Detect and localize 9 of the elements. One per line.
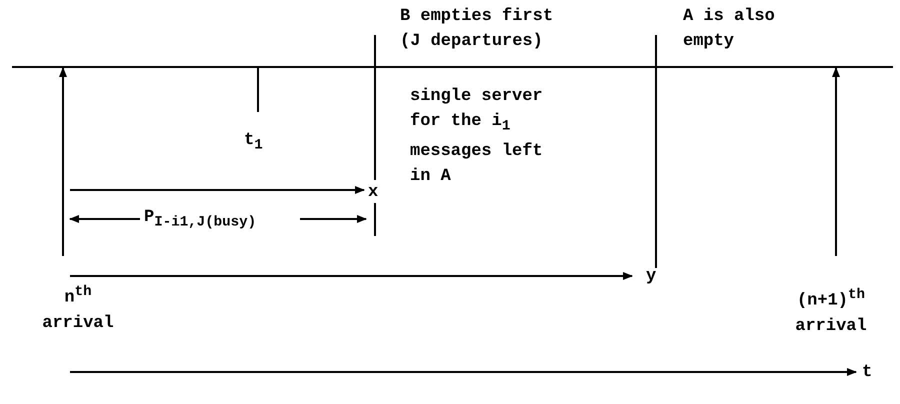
point-label: x: [368, 182, 380, 204]
note-text: single server for the i$_{1}$ messages left in A: [410, 86, 544, 188]
axis-label: t: [862, 362, 874, 384]
event-note: A is also empty: [683, 6, 776, 53]
event-label: (n+1)$^{th}$ arrival: [794, 286, 868, 338]
event-note: B empties first (J departures): [400, 6, 554, 53]
event-label: n$^{th}$ arrival: [41, 283, 115, 335]
duration-label: t$_{1}$: [244, 130, 264, 156]
point-label: y: [646, 266, 658, 288]
